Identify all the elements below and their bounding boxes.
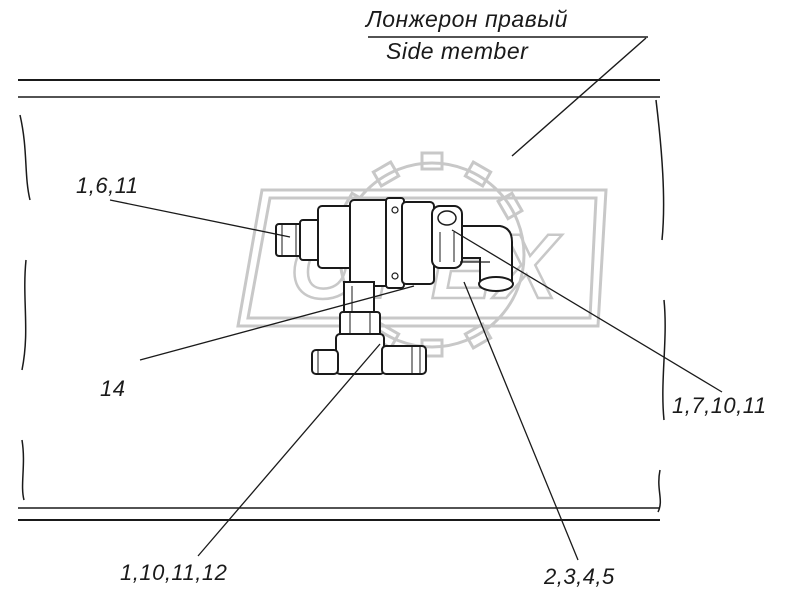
right-banjo [431, 205, 463, 269]
valve-assembly [275, 197, 514, 375]
elbow-opening [478, 276, 514, 292]
valve-cover [401, 201, 435, 285]
watermark-frame-inner [246, 196, 598, 320]
watermark-frame-outer [236, 188, 608, 328]
callout-label-c2: 14 [100, 376, 126, 401]
leader-c1 [109, 199, 291, 238]
stem-nut [339, 311, 381, 337]
elbow-pipe [461, 225, 513, 285]
valve-housing [349, 199, 391, 287]
tee-right-branch [381, 345, 427, 375]
side-member [18, 79, 666, 521]
title-leader [368, 36, 648, 157]
title-russian: Лонжерон правый [366, 6, 568, 32]
left-fitting-nut [275, 223, 303, 257]
tee-left-branch [311, 349, 339, 375]
title-english: Side member [386, 38, 529, 64]
leader-c3 [451, 229, 723, 393]
leader-c4 [197, 343, 381, 557]
callout-label-c5: 2,3,4,5 [544, 564, 615, 589]
stem [343, 281, 375, 317]
callout-leaders [109, 199, 723, 561]
callout-label-c3: 1,7,10,11 [672, 393, 767, 418]
callout-label-c1: 1,6,11 [76, 173, 139, 198]
leader-c2 [139, 285, 415, 361]
leader-c5 [463, 281, 579, 561]
callout-label-c4: 1,10,11,12 [120, 560, 228, 585]
